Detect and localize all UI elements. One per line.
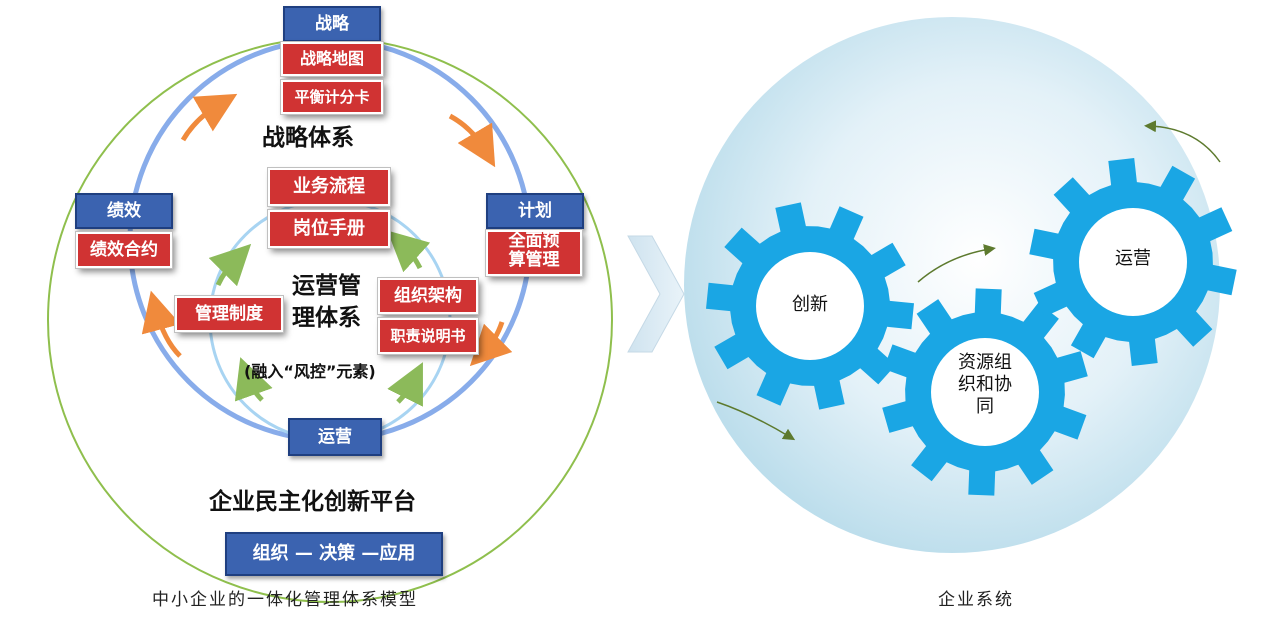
curved-arrow bbox=[1144, 120, 1221, 163]
budget-line-2: 算管理 bbox=[508, 250, 560, 270]
gear-label-resource-line3: 同 bbox=[976, 396, 994, 417]
plan-box: 计划 bbox=[486, 193, 584, 229]
orange-arrow bbox=[180, 93, 238, 142]
orange-arrow bbox=[469, 321, 513, 367]
ops-system-label-line1: 运营管 bbox=[292, 273, 361, 299]
business-process-tag: 业务流程 bbox=[267, 167, 391, 207]
orange-arrow bbox=[141, 290, 182, 358]
management-rules-tag: 管理制度 bbox=[174, 295, 284, 333]
ops-system-label-line2: 理体系 bbox=[292, 305, 361, 331]
org-structure-tag: 组织架构 bbox=[377, 277, 479, 315]
gear-label-innovation: 创新 bbox=[792, 294, 828, 315]
green-arrow bbox=[387, 362, 423, 407]
strategy-system-label: 战略体系 bbox=[262, 125, 354, 151]
operations-box: 运营 bbox=[288, 418, 382, 456]
job-manual-tag: 岗位手册 bbox=[267, 209, 391, 249]
platform-title: 企业民主化创新平台 bbox=[209, 489, 416, 515]
performance-box: 绩效 bbox=[75, 193, 173, 229]
green-arrow bbox=[234, 357, 273, 402]
strategy-map-tag: 战略地图 bbox=[280, 41, 384, 77]
curved-arrow bbox=[917, 244, 996, 283]
gear-group bbox=[706, 158, 1237, 496]
gear-label-operation: 运营 bbox=[1115, 248, 1151, 269]
green-arrow bbox=[387, 230, 431, 273]
strategy-box: 战略 bbox=[283, 6, 381, 42]
gear-innovation-hub bbox=[756, 252, 864, 360]
gear-operation-hub bbox=[1079, 208, 1187, 316]
right-caption: 企业系统 bbox=[938, 590, 1014, 610]
enterprise-sphere bbox=[684, 17, 1220, 553]
performance-contract-tag: 绩效合约 bbox=[75, 231, 173, 269]
gear-resource-hub bbox=[931, 338, 1039, 446]
budget-management-tag: 全面预 算管理 bbox=[485, 229, 583, 277]
chevron-arrow bbox=[627, 235, 685, 353]
orange-arrow bbox=[448, 113, 496, 168]
gear-label-resource-line2: 织和协 bbox=[958, 374, 1012, 395]
budget-line-1: 全面预 bbox=[508, 231, 560, 251]
gear-label-resource: 资源组 织和协 同 bbox=[946, 352, 1024, 418]
green-arrow bbox=[208, 243, 252, 287]
job-description-tag: 职责说明书 bbox=[377, 317, 479, 355]
left-caption: 中小企业的一体化管理体系模型 bbox=[152, 590, 418, 610]
org-decision-bar: 组织 — 决策 —应用 bbox=[225, 532, 443, 576]
risk-note: (融入“风控”元素) bbox=[244, 362, 376, 381]
balanced-scorecard-tag: 平衡计分卡 bbox=[280, 79, 384, 115]
gear-label-resource-line1: 资源组 bbox=[958, 352, 1012, 373]
curved-arrow bbox=[716, 401, 796, 441]
